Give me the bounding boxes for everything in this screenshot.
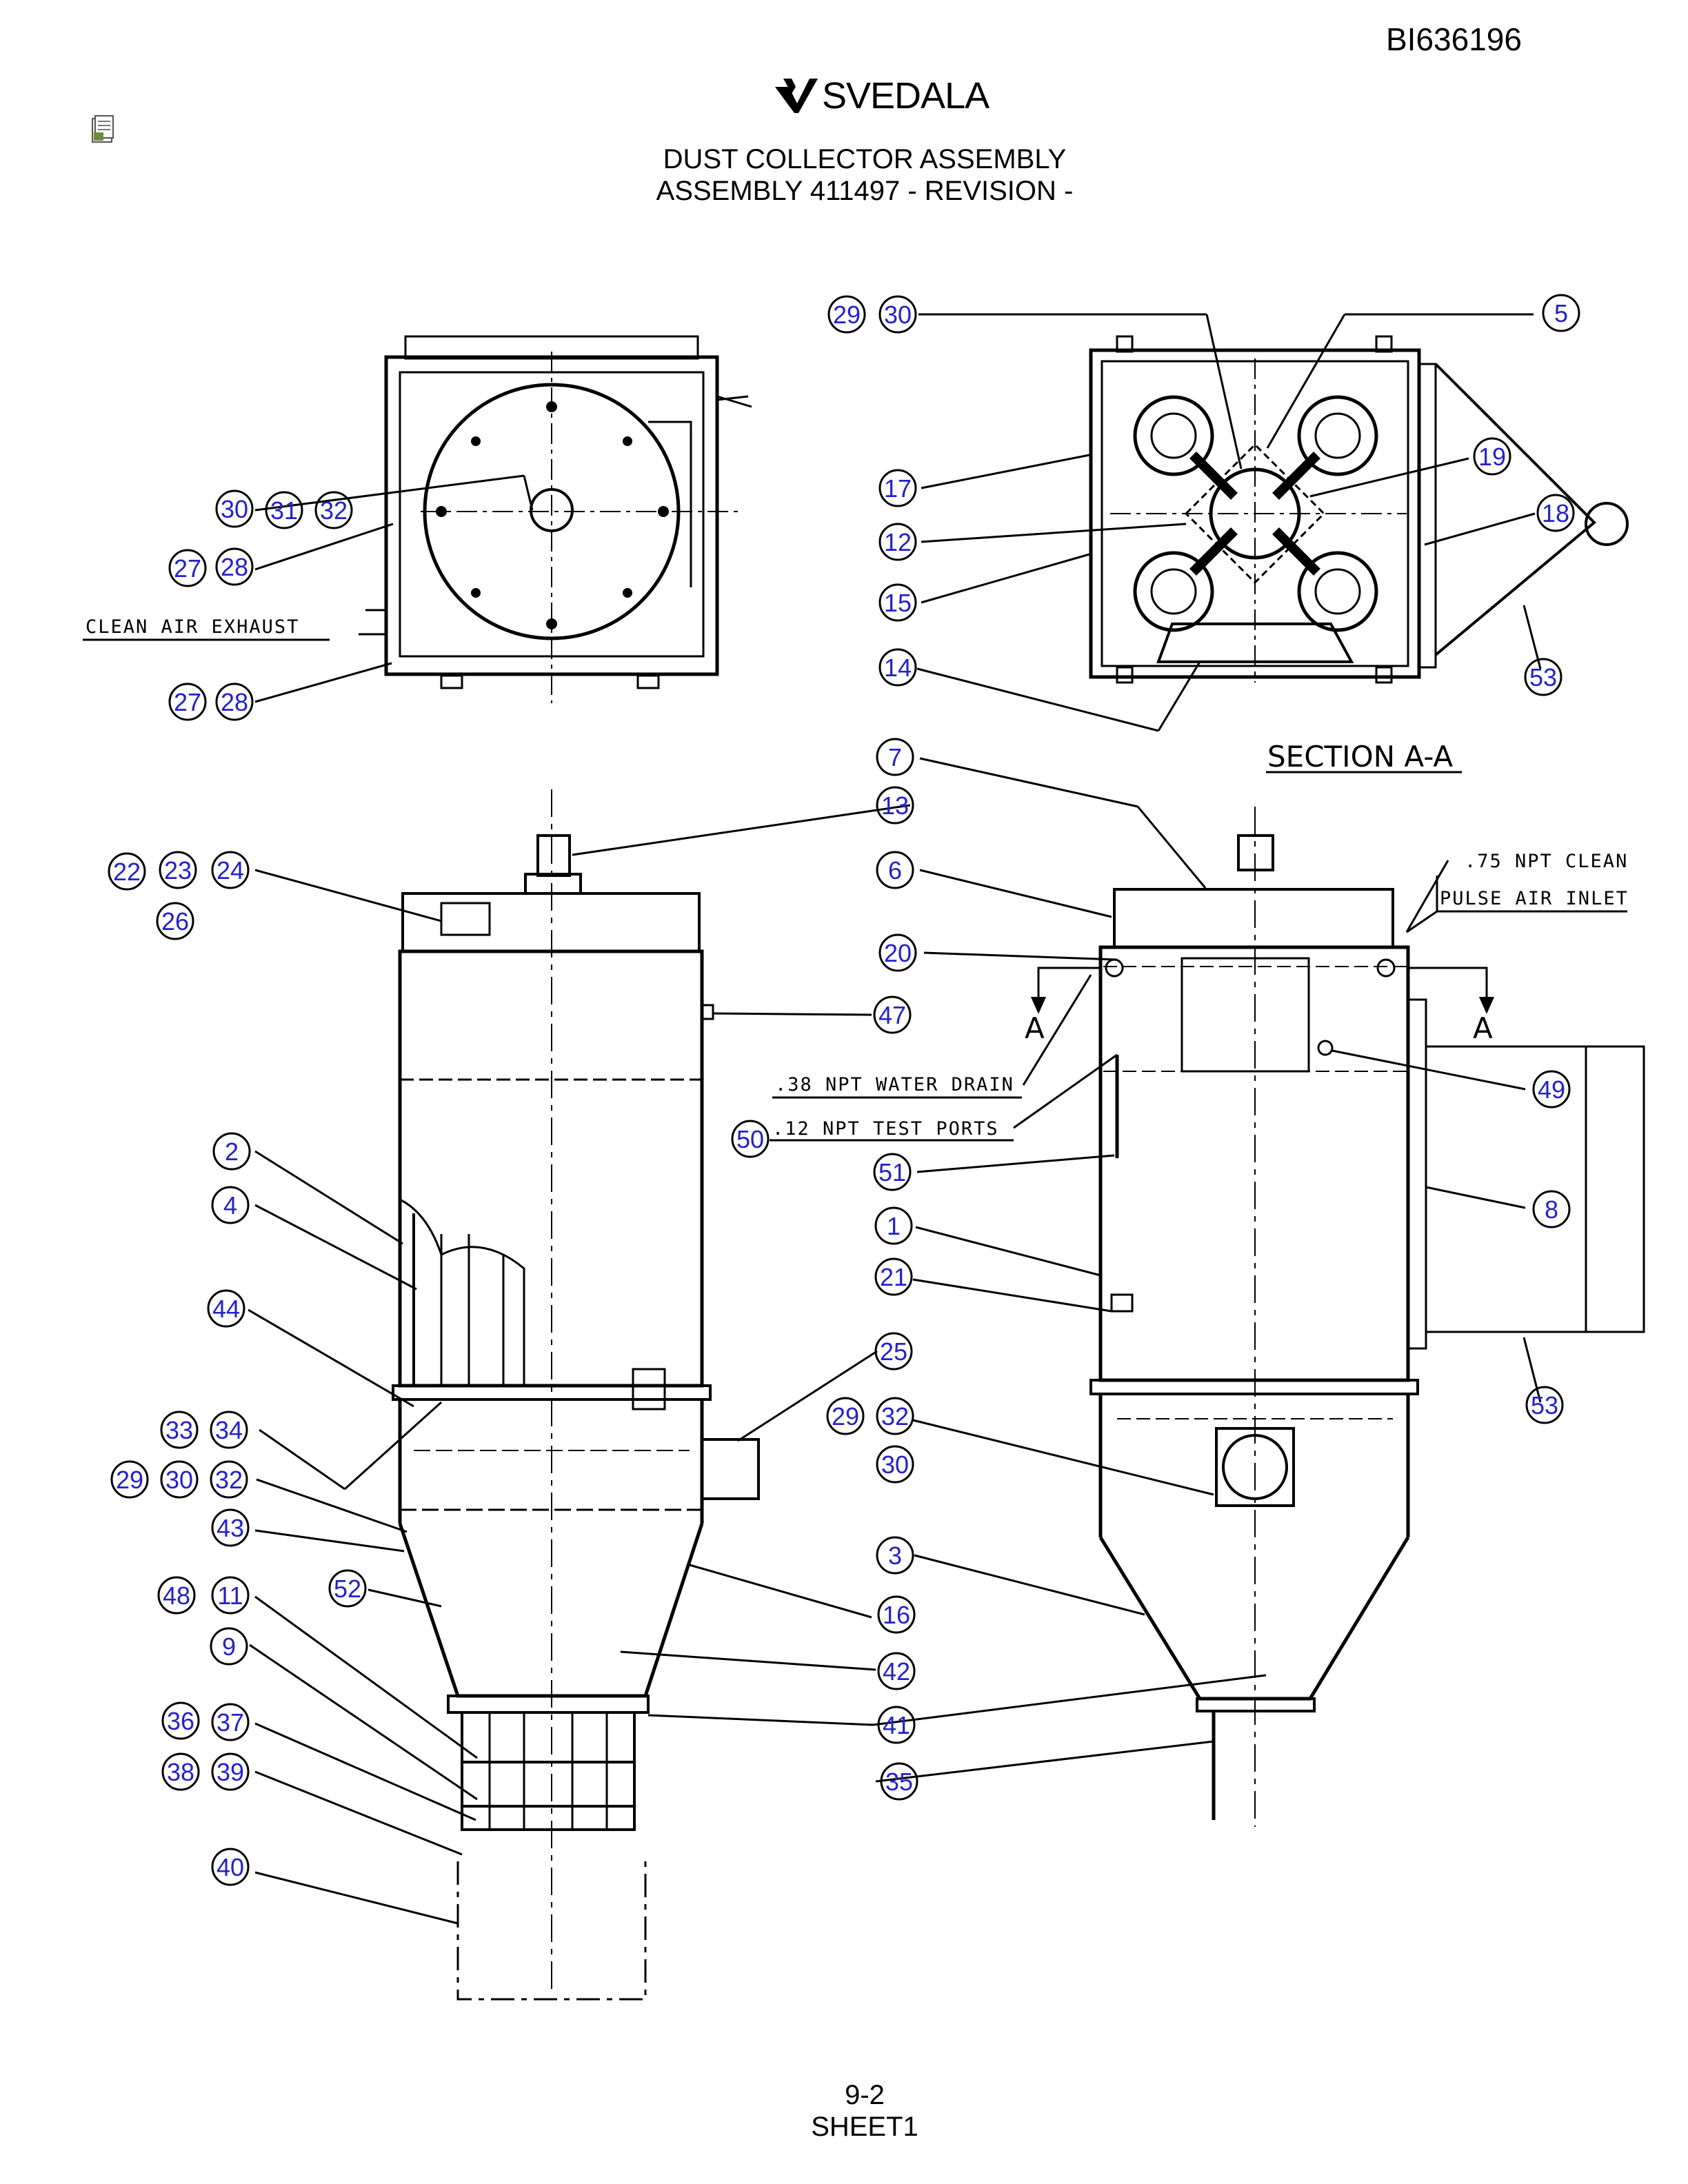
bubble-31: 31 [270, 496, 298, 525]
bubble-13: 13 [881, 791, 909, 820]
svedala-logo-mark-icon [775, 79, 818, 113]
bubble-26: 26 [161, 907, 189, 936]
title-line-1: DUST COLLECTOR ASSEMBLY [663, 144, 1067, 174]
leader-lines [248, 313, 1542, 1925]
note-underlines [83, 638, 1627, 1142]
bubble-19: 19 [1478, 443, 1506, 471]
bubble-30: 30 [221, 495, 248, 523]
bubble-43: 43 [217, 1514, 244, 1542]
callout-numbers: 29 30 5 17 12 19 18 15 14 53 30 31 32 27… [113, 299, 1569, 1881]
bubble-29: 29 [833, 301, 861, 329]
bubble-39: 39 [217, 1758, 244, 1786]
bubble-28: 28 [221, 553, 248, 581]
bubble-53: 53 [1529, 663, 1557, 691]
bubble-3: 3 [888, 1541, 902, 1570]
bubble-14: 14 [884, 654, 912, 682]
bubble-25: 25 [880, 1337, 907, 1366]
bubble-32: 32 [215, 1466, 243, 1494]
bubble-30: 30 [881, 1450, 909, 1479]
top-view [359, 335, 752, 703]
bubble-47: 47 [878, 1001, 906, 1029]
bubble-50: 50 [736, 1125, 764, 1153]
bubble-53: 53 [1531, 1391, 1558, 1419]
bubble-27: 27 [174, 688, 201, 716]
bubble-32: 32 [320, 496, 348, 525]
bubble-1: 1 [887, 1212, 901, 1240]
bubble-38: 38 [167, 1758, 194, 1786]
section-mark-right: A [1473, 1011, 1493, 1045]
bubble-33: 33 [165, 1416, 193, 1444]
bubble-8: 8 [1545, 1195, 1558, 1224]
callout-bubbles [108, 294, 1580, 1886]
side-elevation [1089, 807, 1645, 1827]
section-markers [1030, 967, 1495, 1014]
bubble-2: 2 [225, 1138, 239, 1166]
bubble-34: 34 [215, 1416, 243, 1444]
section-a-a-view [1089, 335, 1629, 684]
bubble-41: 41 [883, 1711, 910, 1739]
bubble-29: 29 [832, 1402, 859, 1430]
svedala-logo: SVEDALA [774, 74, 994, 117]
sheet-label: SHEET1 [811, 2112, 918, 2142]
bubble-11: 11 [217, 1581, 243, 1610]
note-pulse-inlet-1: .75 NPT CLEAN [1465, 851, 1628, 872]
note-section-a-a: SECTION A-A [1267, 740, 1453, 774]
bubble-42: 42 [883, 1657, 910, 1686]
bubble-9: 9 [222, 1632, 236, 1661]
bubble-36: 36 [167, 1707, 194, 1735]
bubble-4: 4 [223, 1191, 237, 1220]
drawing-notes: CLEAN AIR EXHAUST SECTION A-A .75 NPT CL… [86, 616, 1629, 1140]
bubble-51: 51 [878, 1158, 906, 1186]
front-elevation [392, 789, 760, 2001]
bubble-32: 32 [881, 1402, 909, 1430]
bubble-48: 48 [163, 1581, 190, 1610]
brand-name: SVEDALA [822, 75, 989, 117]
bubble-35: 35 [885, 1768, 913, 1796]
bubble-16: 16 [883, 1601, 910, 1629]
note-pulse-inlet-2: PULSE AIR INLET [1440, 888, 1629, 909]
note-test-ports: .12 NPT TEST PORTS [772, 1118, 999, 1140]
bubble-17: 17 [884, 474, 912, 503]
document-id: BI636196 [1386, 21, 1522, 57]
section-mark-left: A [1025, 1011, 1045, 1045]
bubble-29: 29 [116, 1466, 143, 1494]
bubble-30: 30 [884, 301, 912, 329]
bubble-6: 6 [888, 856, 902, 884]
page-number: 9-2 [845, 2080, 885, 2110]
bubble-44: 44 [212, 1295, 240, 1323]
bubble-40: 40 [217, 1853, 244, 1881]
bubble-23: 23 [164, 856, 192, 884]
bubble-5: 5 [1554, 299, 1568, 327]
bubble-20: 20 [884, 939, 912, 967]
drawing-title: DUST COLLECTOR ASSEMBLY ASSEMBLY 411497 … [0, 143, 1688, 207]
bubble-49: 49 [1538, 1075, 1565, 1104]
bubble-37: 37 [217, 1708, 244, 1737]
bubble-12: 12 [884, 528, 912, 556]
note-clean-air-exhaust: CLEAN AIR EXHAUST [86, 616, 299, 638]
bubble-21: 21 [880, 1263, 907, 1291]
title-line-2: ASSEMBLY 411497 - REVISION - [656, 176, 1074, 206]
bubble-15: 15 [884, 589, 912, 617]
bubble-18: 18 [1542, 499, 1569, 527]
document-icon[interactable] [90, 114, 117, 145]
page-footer: 9-2 SHEET1 [0, 2079, 1688, 2143]
bubble-30: 30 [165, 1466, 193, 1494]
bubble-22: 22 [113, 858, 141, 886]
bubble-52: 52 [334, 1575, 361, 1603]
bubble-27: 27 [174, 554, 201, 583]
note-water-drain: .38 NPT WATER DRAIN [775, 1074, 1014, 1095]
bubble-7: 7 [888, 743, 902, 771]
bubble-24: 24 [217, 856, 244, 884]
bubble-28: 28 [221, 688, 248, 716]
